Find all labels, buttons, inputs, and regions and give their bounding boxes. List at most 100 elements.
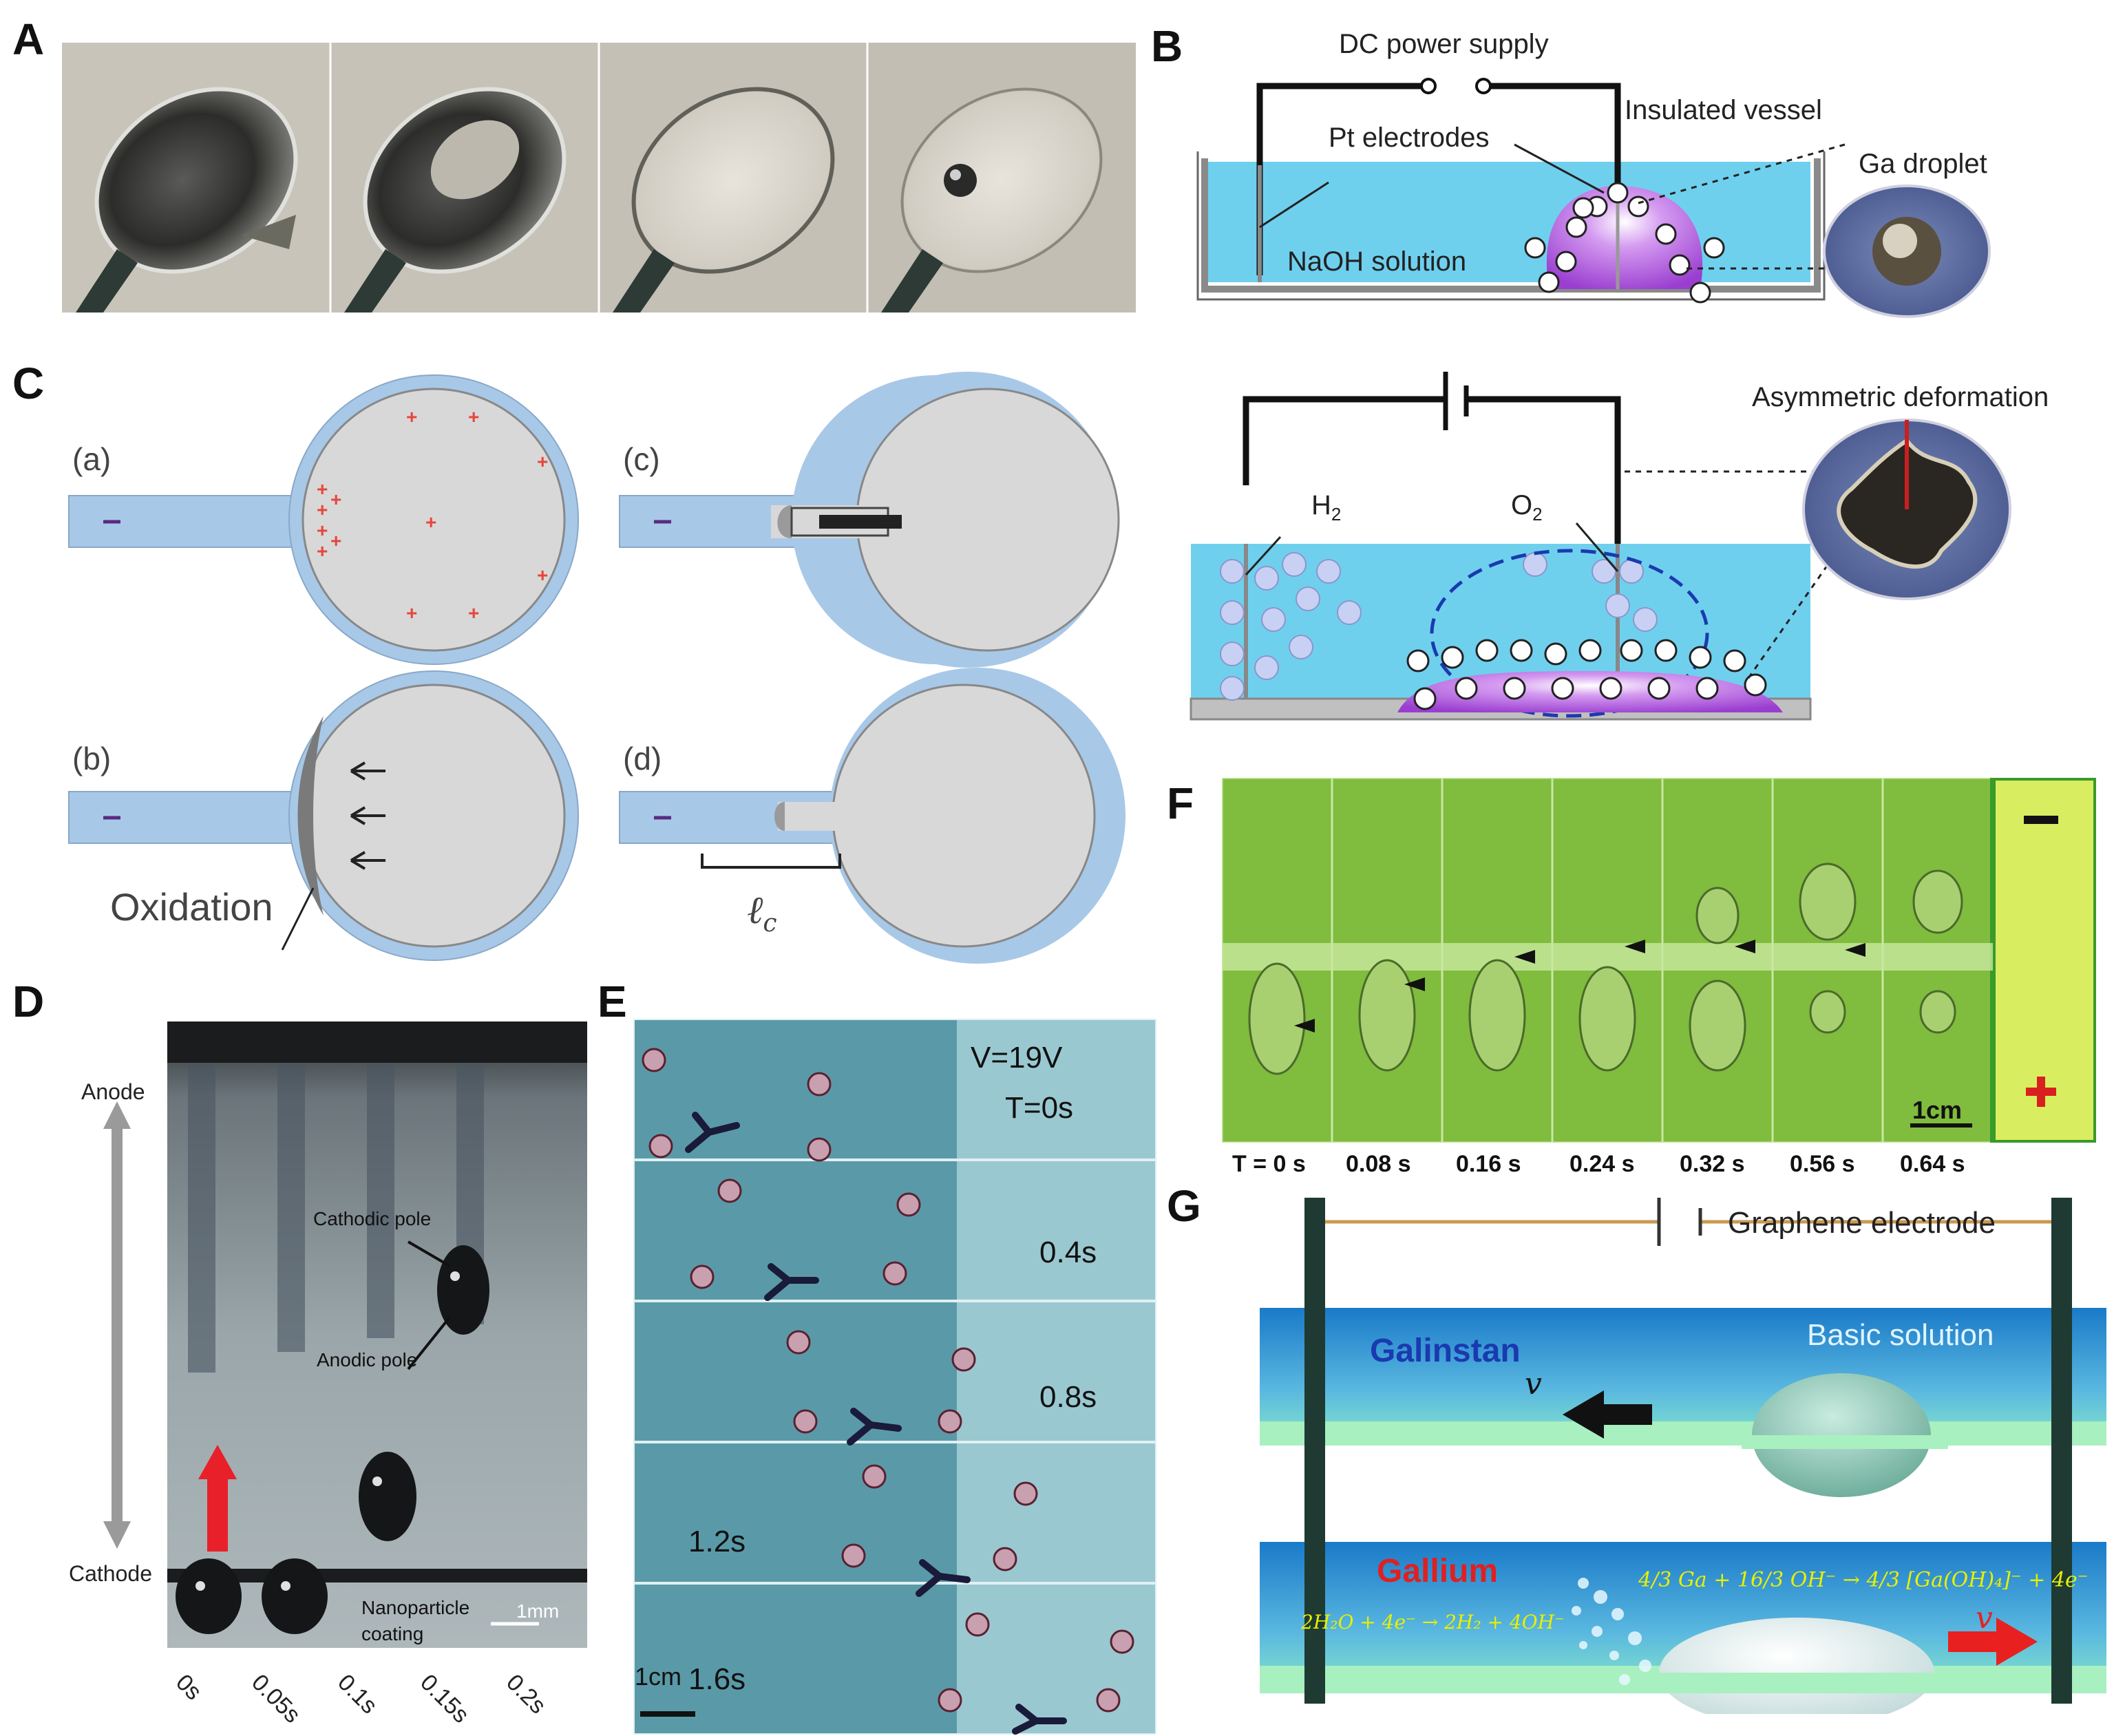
svg-text:+: + xyxy=(330,530,341,551)
b-o2-label: O2 xyxy=(1511,490,1543,525)
g-gallium-label: Gallium xyxy=(1377,1553,1499,1589)
b-insulated-vessel-label: Insulated vessel xyxy=(1625,95,1822,125)
d-red-arrow xyxy=(198,1445,237,1552)
e-scale-label: 1cm xyxy=(635,1662,682,1691)
f-time-label: 0.64 s xyxy=(1900,1151,1965,1177)
b-top-charges xyxy=(1524,182,1725,304)
panel-d-arrow-diagram xyxy=(103,1101,131,1549)
d-anode-label: Anode xyxy=(81,1079,145,1104)
svg-text:+: + xyxy=(425,511,436,533)
e-time-label: T=0s xyxy=(1005,1091,1074,1125)
c-lc-label: ℓc xyxy=(747,888,777,938)
g-velocity-label-2: v xyxy=(1976,1600,1993,1636)
d-time-label: 0.2s xyxy=(501,1669,551,1719)
e-time-label: 1.6s xyxy=(688,1662,746,1696)
c-oxidation-label: Oxidation xyxy=(110,885,273,929)
svg-text:+: + xyxy=(330,489,341,510)
b-o2-text: O xyxy=(1511,490,1533,520)
svg-text:+: + xyxy=(537,451,548,472)
e-time-label: 0.4s xyxy=(1039,1236,1097,1269)
c-sub-b-drawing xyxy=(68,670,579,961)
panel-letter-a: A xyxy=(12,14,45,64)
svg-text:+: + xyxy=(468,602,479,624)
c-sub-d-drawing xyxy=(619,668,1125,964)
a-frame-1 xyxy=(62,43,330,313)
svg-text:+: + xyxy=(406,406,417,427)
b-h2-text: H xyxy=(1311,490,1331,520)
b-h2-label: H2 xyxy=(1311,490,1341,525)
b-dc-power-supply-label: DC power supply xyxy=(1339,29,1549,59)
f-time-label: 0.32 s xyxy=(1680,1151,1745,1177)
g-basic-solution-label: Basic solution xyxy=(1807,1318,1994,1352)
d-time-label: 0s xyxy=(171,1669,207,1706)
b-asymmetric-deformation-label: Asymmetric deformation xyxy=(1752,382,2049,412)
panel-c-diagram: +++ ++++ ++++ ++ xyxy=(68,372,1125,964)
e-star-shapes xyxy=(685,1112,1067,1735)
b-bottom-charges xyxy=(1406,639,1767,710)
g-equation-2: 2H₂O + 4e⁻ → 2H₂ + 4OH⁻ xyxy=(1301,1611,1565,1633)
d-time-label: 0.05s xyxy=(246,1669,306,1728)
b-o2-subscript: 2 xyxy=(1532,504,1543,525)
panel-letter-c: C xyxy=(12,359,45,408)
svg-text:+: + xyxy=(317,520,328,541)
g-galinstan-label: Galinstan xyxy=(1370,1333,1521,1369)
d-time-label: 0.1s xyxy=(332,1669,383,1719)
svg-text:+: + xyxy=(317,499,328,520)
b-h2-bubbles xyxy=(1220,552,1658,701)
d-cathode-label: Cathode xyxy=(69,1561,152,1586)
svg-text:+: + xyxy=(406,602,417,624)
c-sub-b-label: (b) xyxy=(72,741,112,776)
e-time-label: 0.8s xyxy=(1039,1380,1097,1414)
e-droplets xyxy=(642,1048,1134,1713)
c-sub-c-label: (c) xyxy=(623,441,660,477)
b-h2-subscript: 2 xyxy=(1331,504,1342,525)
g-graphene-electrode-label: Graphene electrode xyxy=(1728,1206,1996,1240)
panel-g-diagram xyxy=(1260,1198,2106,1714)
panel-b-diagram xyxy=(1190,78,2011,721)
panel-e-photo xyxy=(633,1019,1156,1735)
f-droplets xyxy=(1248,862,1963,1075)
c-lc-text: ℓ xyxy=(747,888,763,933)
svg-text:+: + xyxy=(468,406,479,427)
a-frame-2 xyxy=(330,43,599,313)
f-arrows xyxy=(1294,940,1865,1033)
d-nanoparticle-label: Nanoparticle xyxy=(361,1597,470,1618)
panel-letter-d: D xyxy=(12,977,45,1026)
c-lc-subscript: c xyxy=(763,909,777,938)
f-time-label: 0.16 s xyxy=(1456,1151,1521,1177)
a-frame-3 xyxy=(599,43,867,313)
b-ga-droplet-label: Ga droplet xyxy=(1859,149,1987,179)
e-voltage-label: V=19V xyxy=(971,1041,1063,1075)
panel-letter-e: E xyxy=(598,977,627,1026)
panel-d-photo xyxy=(167,1022,587,1648)
g-velocity-label-1: v xyxy=(1525,1366,1542,1401)
panel-letter-f: F xyxy=(1167,779,1194,828)
c-sub-a-label: (a) xyxy=(72,441,112,477)
c-sub-c-drawing xyxy=(619,372,1120,668)
svg-text:+: + xyxy=(537,564,548,586)
panel-f-photo xyxy=(1222,778,2096,1143)
f-time-label: T = 0 s xyxy=(1232,1151,1306,1177)
f-time-label: 0.24 s xyxy=(1569,1151,1635,1177)
f-scale-label-visible: 1cm xyxy=(1912,1096,1963,1124)
b-pt-electrodes-label: Pt electrodes xyxy=(1329,123,1490,153)
c-sub-a-drawing: +++ ++++ ++++ ++ xyxy=(68,374,579,665)
f-time-label: 0.56 s xyxy=(1790,1151,1855,1177)
panel-letter-b: B xyxy=(1151,21,1183,71)
d-cathodic-pole-label: Cathodic pole xyxy=(313,1208,432,1229)
e-time-label: 1.2s xyxy=(688,1525,746,1558)
a-frame-4 xyxy=(867,43,1136,313)
c-sub-d-label: (d) xyxy=(623,741,662,776)
d-time-label: 0.15s xyxy=(415,1669,474,1728)
g-bubbles xyxy=(1572,1578,1651,1685)
d-anodic-pole-label: Anodic pole xyxy=(317,1349,418,1370)
g-equation-1: 4/3 Ga + 16/3 OH⁻ → 4/3 [Ga(OH)₄]⁻ + 4e⁻ xyxy=(1638,1568,2089,1592)
b-naoh-solution-label: NaOH solution xyxy=(1287,246,1467,277)
panel-a-photo-sequence xyxy=(62,43,1136,313)
panel-letter-g: G xyxy=(1167,1181,1201,1231)
d-coating-label: coating xyxy=(361,1623,424,1644)
svg-text:+: + xyxy=(317,478,328,500)
d-scale-label: 1mm xyxy=(516,1600,560,1622)
f-time-label: 0.08 s xyxy=(1346,1151,1411,1177)
svg-text:+: + xyxy=(317,540,328,562)
